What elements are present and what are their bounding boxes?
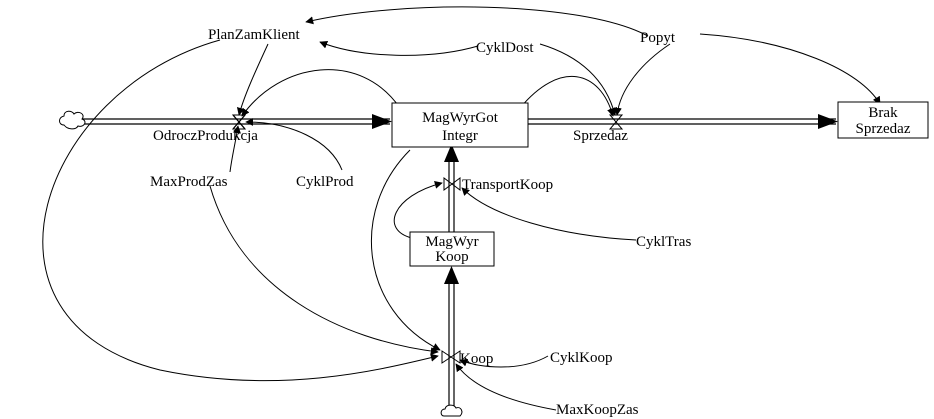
link-cyklprod-odrocz bbox=[245, 118, 343, 171]
flow-pipe-sprzedaz bbox=[528, 114, 838, 129]
valve-koop-icon bbox=[441, 350, 461, 364]
stock-magwyrgot-line2: Integr bbox=[442, 128, 478, 144]
var-cykltras[interactable]: CyklTras bbox=[636, 234, 691, 250]
stock-magwyrkoop-line1: MagWyr bbox=[425, 234, 478, 250]
stock-brak-sprzedaz[interactable]: Brak Sprzedaz bbox=[837, 101, 929, 139]
link-popyt-sprzedaz bbox=[613, 43, 671, 116]
var-cykldost[interactable]: CyklDost bbox=[476, 40, 534, 56]
stock-brak-line2: Sprzedaz bbox=[856, 121, 911, 137]
link-maxkoopzas-koop bbox=[455, 363, 557, 411]
flow-pipe-koop bbox=[444, 266, 459, 406]
stock-brak-line1: Brak bbox=[868, 105, 898, 121]
link-cykltras-transport bbox=[461, 187, 637, 241]
flow-label-koop[interactable]: Koop bbox=[460, 351, 493, 367]
var-popyt[interactable]: Popyt bbox=[640, 30, 676, 46]
source-cloud-bottom bbox=[440, 404, 463, 417]
flow-label-sprzedaz[interactable]: Sprzedaz bbox=[573, 128, 628, 144]
var-maxprodzas[interactable]: MaxProdZas bbox=[150, 174, 228, 190]
link-magwyrkoop-transport bbox=[393, 180, 443, 239]
link-popyt-brak bbox=[699, 33, 881, 105]
link-planzam-koop bbox=[42, 39, 439, 382]
flow-label-transport[interactable]: TransportKoop bbox=[462, 177, 553, 193]
influence-links bbox=[42, 6, 881, 411]
link-maxprodzas-odrocz bbox=[229, 125, 241, 173]
var-cyklprod[interactable]: CyklProd bbox=[296, 174, 354, 190]
stock-magwyrgot-line1: MagWyrGot bbox=[422, 110, 499, 126]
link-cykldost-sprzedaz bbox=[539, 43, 618, 116]
flow-pipe-transport bbox=[444, 144, 459, 232]
link-planzam-odrocz bbox=[236, 43, 269, 116]
link-magwyrgot-koop bbox=[370, 149, 441, 351]
stock-magwyrkoop[interactable]: MagWyr Koop bbox=[409, 231, 495, 267]
link-magwyrgot-odrocz bbox=[241, 69, 401, 117]
link-magwyrgot-sprzedaz bbox=[519, 75, 615, 117]
stock-magwyrkoop-line2: Koop bbox=[435, 249, 468, 265]
link-popyt-planzam bbox=[305, 6, 649, 37]
var-maxkoopzas[interactable]: MaxKoopZas bbox=[556, 402, 639, 418]
link-cyklkoop-koop bbox=[459, 355, 549, 368]
link-cykldost-planzam bbox=[319, 40, 479, 56]
flow-pipe-odrocz bbox=[82, 114, 392, 129]
stock-magwyrgot[interactable]: MagWyrGot Integr bbox=[391, 102, 529, 148]
valve-odrocz-icon bbox=[231, 114, 247, 130]
valve-transport-icon bbox=[443, 177, 461, 191]
var-planzamklient[interactable]: PlanZamKlient bbox=[208, 27, 300, 43]
source-cloud-left bbox=[59, 110, 86, 130]
var-cyklkoop[interactable]: CyklKoop bbox=[550, 350, 613, 366]
valve-sprzedaz-icon bbox=[608, 114, 624, 130]
link-maxprodzas-koop bbox=[209, 185, 439, 356]
flow-label-odrocz[interactable]: OdroczProdukcja bbox=[153, 128, 258, 144]
